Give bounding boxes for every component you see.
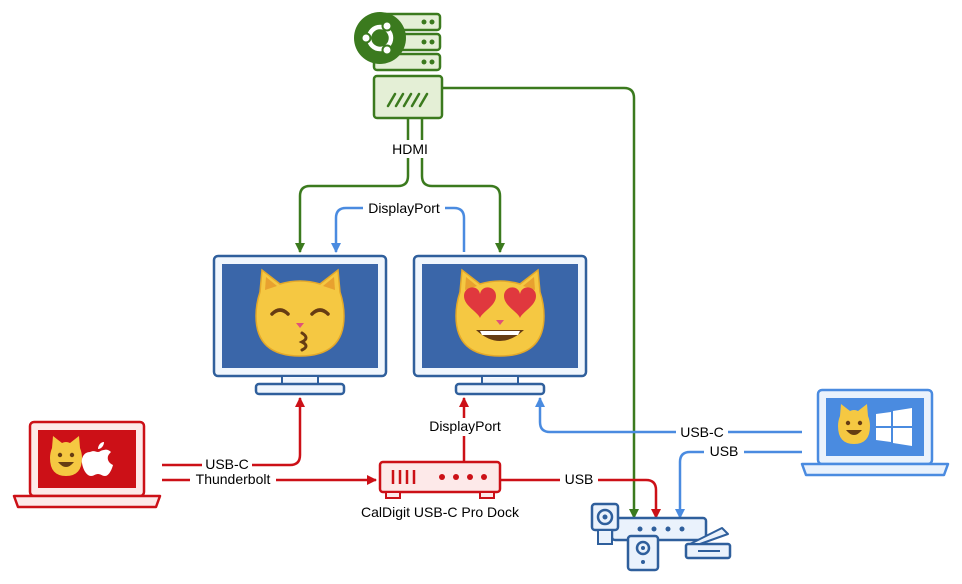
hdmi-label: HDMI: [390, 140, 430, 158]
usb-c-line-windows-to-monitor: [535, 397, 802, 434]
webcam-icon: [590, 502, 620, 545]
usb-c-mac-label-text: USB-C: [205, 456, 249, 472]
displayport-top-label-text: DisplayPort: [368, 200, 440, 216]
heart-eyes-cat-face-icon: [455, 268, 545, 357]
displayport-dock-label-text: DisplayPort: [429, 418, 501, 434]
usb-peripherals-icon: [590, 502, 732, 572]
usb-c-windows-label: USB-C: [676, 423, 728, 441]
usb-line-server-to-peripherals: [442, 86, 639, 519]
grinning-cat-face-icon: [838, 404, 870, 444]
usb-windows-label: USB: [704, 443, 744, 461]
displayport-dock-label: DisplayPort: [424, 418, 506, 436]
hdmi-line-right-monitor: [420, 118, 505, 253]
hdmi-label-text: HDMI: [392, 141, 428, 157]
right-monitor: [412, 254, 588, 396]
ubuntu-logo-icon: [354, 12, 406, 64]
dock-name-label: CalDigit USB-C Pro Dock: [361, 504, 520, 520]
usb-c-line-mac-to-monitor: [162, 397, 305, 467]
kissing-cat-face-icon: [255, 268, 345, 357]
usb-device-icon: [684, 527, 732, 560]
usb-dock-icon: [378, 460, 502, 499]
hdmi-line-left-monitor: [295, 118, 410, 253]
usb-windows-label-text: USB: [710, 443, 739, 459]
usb-c-windows-label-text: USB-C: [680, 424, 724, 440]
dock-name-label-text: CalDigit USB-C Pro Dock: [361, 504, 520, 520]
usb-line-windows-to-peripherals: [675, 450, 802, 519]
thunderbolt-label: Thunderbolt: [190, 471, 276, 489]
external-drive-icon: [626, 534, 660, 572]
displayport-top-label: DisplayPort: [363, 200, 445, 218]
apple-logo-icon: [81, 442, 113, 476]
windows-logo-icon: [876, 408, 912, 446]
windows-laptop: [800, 388, 950, 477]
usb-dock-label-text: USB: [565, 471, 594, 487]
grinning-cat-face-icon: [50, 436, 82, 476]
left-monitor: [212, 254, 388, 396]
mac-laptop: [12, 420, 162, 509]
usb-line-dock-to-peripherals: [500, 478, 661, 519]
thunderbolt-label-text: Thunderbolt: [196, 471, 271, 487]
usb-c-mac-label: USB-C: [202, 456, 252, 474]
usb-dock-label: USB: [560, 471, 598, 489]
ubuntu-server-icon: [354, 12, 444, 120]
